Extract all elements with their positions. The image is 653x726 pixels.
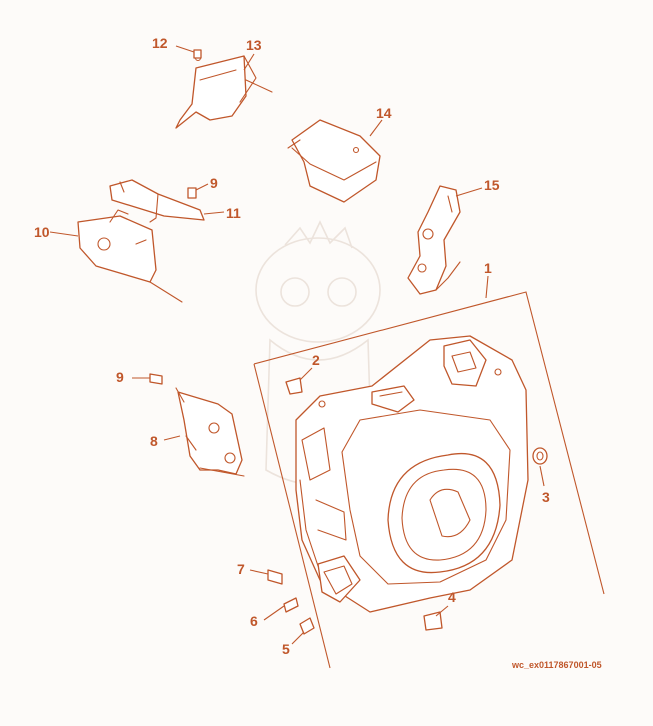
clip-part-4: [423, 611, 443, 631]
screw-part-12: [193, 49, 202, 59]
callout-9-lower: 9: [116, 369, 124, 385]
callout-13: 13: [246, 37, 262, 53]
plate-part-11: [109, 179, 205, 223]
grommet-part-3: [532, 447, 548, 465]
nut-part-2: [285, 377, 303, 395]
bolt-part-7: [267, 569, 283, 585]
callout-2: 2: [312, 352, 320, 368]
blower-housing: [295, 335, 529, 613]
fastener-part-5: [299, 617, 315, 635]
callout-5: 5: [282, 641, 290, 657]
bracket-part-15: [407, 185, 461, 295]
shield-part-13: [175, 54, 273, 129]
callout-10: 10: [34, 224, 50, 240]
callout-3: 3: [542, 489, 550, 505]
callout-8: 8: [150, 433, 158, 449]
stud-part-6: [283, 597, 299, 613]
screw-part-9-upper: [187, 187, 197, 199]
leader-lines: [49, 45, 545, 645]
callout-7: 7: [237, 561, 245, 577]
bracket-part-14: [287, 119, 381, 203]
screw-part-9-lower: [149, 373, 163, 385]
callout-9-upper: 9: [210, 175, 218, 191]
baffle-part-10: [77, 209, 183, 303]
bracket-part-8: [175, 387, 245, 477]
callout-14: 14: [376, 105, 392, 121]
callouts: 1 2 3 4 5 6 7 8 9 9 10 11 12 13 14 15: [34, 35, 550, 657]
callout-1: 1: [484, 260, 492, 276]
callout-12: 12: [152, 35, 168, 51]
drawing-reference-code: wc_ex0117867001-05: [511, 660, 602, 670]
callout-15: 15: [484, 177, 500, 193]
callout-11: 11: [226, 205, 241, 221]
exploded-frame-lines: [253, 291, 605, 669]
callout-6: 6: [250, 613, 258, 629]
callout-4: 4: [448, 589, 456, 605]
